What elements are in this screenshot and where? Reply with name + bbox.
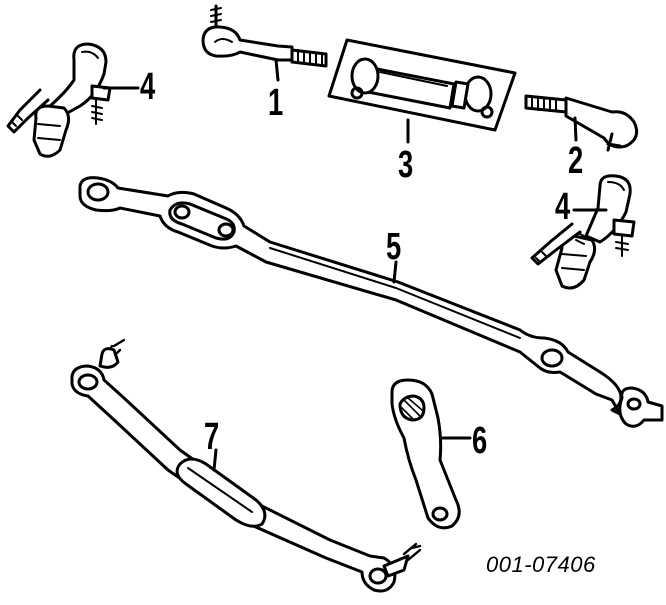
callout-5: 5 xyxy=(386,226,402,268)
diagram-reference-code: 001-07406 xyxy=(486,552,596,577)
leader-line-1 xyxy=(274,58,280,82)
callout-1: 1 xyxy=(268,82,284,124)
callout-2: 2 xyxy=(568,140,584,182)
inner-tie-rod-end xyxy=(201,4,328,68)
pitman-arm xyxy=(390,378,461,530)
callout-7: 7 xyxy=(204,416,220,458)
callout-4-left: 4 xyxy=(140,66,156,108)
callout-4-right: 4 xyxy=(555,186,571,228)
connecting-rod xyxy=(70,338,422,593)
leader-line-2 xyxy=(573,116,578,142)
adjuster-sleeve-kit xyxy=(327,38,517,132)
idler-arm-right xyxy=(530,174,636,290)
outer-tie-rod-end xyxy=(524,94,639,152)
leader-line-5 xyxy=(392,260,398,284)
idler-arm-left xyxy=(6,42,112,158)
callout-6: 6 xyxy=(472,420,488,462)
center-link xyxy=(78,176,664,428)
callout-3: 3 xyxy=(398,144,414,186)
leader-line-7 xyxy=(212,448,218,472)
